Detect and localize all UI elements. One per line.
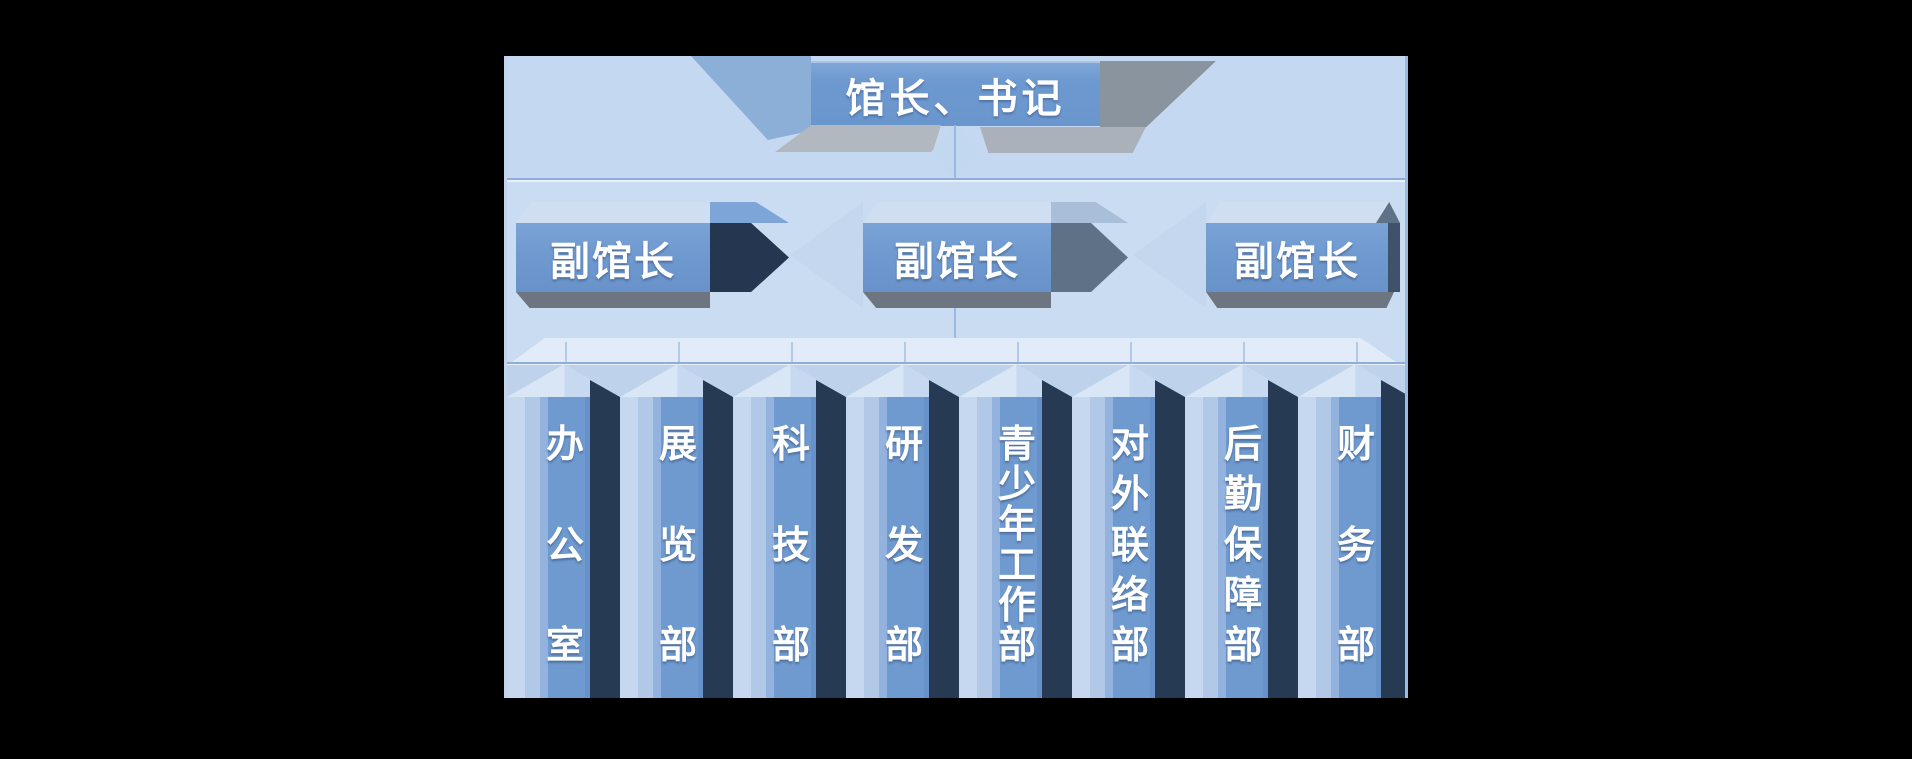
dept-column-office-label: 办公室 <box>545 421 584 667</box>
deputy-node-3-bevel <box>1206 202 1393 223</box>
connector-vertical-line-bottom <box>954 308 956 362</box>
dept-column-external-liaison: 对外联络部 <box>1072 364 1185 698</box>
deputy-node-1-shadow <box>516 292 710 308</box>
column-roof <box>846 364 959 397</box>
deputy-node-1-label: 副馆长 <box>550 237 676 285</box>
column-gap-strip <box>1072 397 1105 698</box>
column-roof <box>1072 364 1185 397</box>
column-gap-strip <box>1298 397 1331 698</box>
column-bar: 科技部 <box>766 397 816 698</box>
dept-column-finance-label: 财务部 <box>1336 421 1375 667</box>
dept-column-finance: 财务部 <box>1298 364 1405 698</box>
column-side-face <box>816 380 846 698</box>
dept-column-exhibition-label: 展览部 <box>658 421 697 667</box>
column-bar: 财务部 <box>1331 397 1381 698</box>
divider-line-1-highlight <box>507 180 1405 182</box>
dept-column-logistics: 后勤保障部 <box>1185 364 1298 698</box>
column-side-face <box>590 380 620 698</box>
column-bar: 展览部 <box>653 397 703 698</box>
divider-line-2-highlight <box>507 364 1405 365</box>
dept-column-youth-work: 青少年工作部 <box>959 364 1072 698</box>
deputy-node-2-bevel <box>863 202 1051 223</box>
column-gap-strip <box>507 397 540 698</box>
column-bar: 办公室 <box>540 397 590 698</box>
column-gap-strip <box>846 397 879 698</box>
column-side-face <box>703 380 733 698</box>
column-bar: 研发部 <box>879 397 929 698</box>
director-shadow-trapezoid-right <box>980 127 1146 153</box>
dept-column-youth-work-label: 青少年工作部 <box>997 421 1036 667</box>
column-bar: 对外联络部 <box>1105 397 1155 698</box>
column-bar: 后勤保障部 <box>1218 397 1268 698</box>
deputy-node-2-shadow <box>863 292 1051 308</box>
column-roof <box>507 364 620 397</box>
dept-column-office: 办公室 <box>507 364 620 698</box>
column-side-face <box>929 380 959 698</box>
director-node-label: 馆长、书记 <box>845 74 1066 122</box>
connector-vertical-line-top <box>954 125 956 178</box>
deputy-node-3-label: 副馆长 <box>1234 237 1360 285</box>
column-side-face <box>1155 380 1185 698</box>
deputy-node-3-shadow <box>1206 292 1394 308</box>
dept-column-rd-label: 研发部 <box>884 421 923 667</box>
column-gap-strip <box>620 397 653 698</box>
deputy-node-2: 副馆长 <box>863 223 1051 292</box>
deputy-node-1-bevel <box>516 202 710 223</box>
connector-beam <box>512 338 1396 362</box>
column-gap-strip <box>1185 397 1218 698</box>
column-gap-strip <box>959 397 992 698</box>
column-roof <box>1185 364 1298 397</box>
column-side-face <box>1268 380 1298 698</box>
divider-line-1 <box>507 178 1405 180</box>
dept-column-rd: 研发部 <box>846 364 959 698</box>
column-roof <box>1298 364 1405 397</box>
director-node: 馆长、书记 <box>811 61 1100 126</box>
org-chart-panel: 馆长、书记 副馆长 副馆长 副馆长 <box>504 56 1408 698</box>
dept-column-exhibition: 展览部 <box>620 364 733 698</box>
divider-line-2 <box>507 362 1405 364</box>
deputy-node-3: 副馆长 <box>1206 223 1388 292</box>
column-side-face <box>1381 380 1405 698</box>
dept-column-external-liaison-label: 对外联络部 <box>1110 421 1149 667</box>
deputy-node-2-label: 副馆长 <box>894 237 1020 285</box>
column-roof <box>620 364 733 397</box>
column-gap-strip <box>733 397 766 698</box>
deputy-node-3-edge <box>1388 223 1400 292</box>
dept-column-logistics-label: 后勤保障部 <box>1223 421 1262 667</box>
dept-column-science-tech: 科技部 <box>733 364 846 698</box>
deputy-node-1: 副馆长 <box>516 223 710 292</box>
department-columns: 办公室 展览部 科技部 <box>507 364 1405 698</box>
column-bar: 青少年工作部 <box>992 397 1042 698</box>
dept-column-science-tech-label: 科技部 <box>771 421 810 667</box>
column-side-face <box>1042 380 1072 698</box>
